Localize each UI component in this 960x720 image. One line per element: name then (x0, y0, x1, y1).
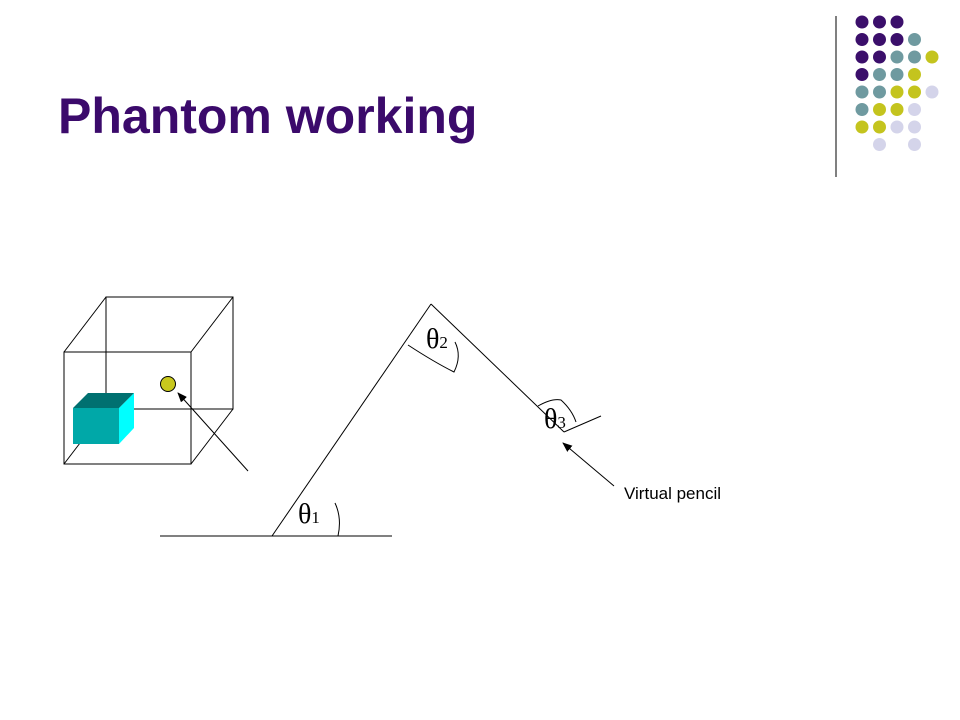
wireframe-edge (190, 296, 234, 353)
decorative-dot (908, 120, 921, 134)
decorative-dot (908, 138, 921, 151)
decorative-dot (890, 33, 904, 46)
pencil-stylus (563, 415, 602, 433)
decorative-dot (855, 85, 869, 99)
decorative-dot (855, 50, 869, 64)
decorative-dot (855, 15, 869, 29)
decorative-dot (890, 85, 904, 99)
pointer-arrow (177, 392, 249, 472)
decorative-dot (855, 68, 869, 81)
decorative-dot (873, 15, 886, 29)
arm-link-2 (430, 303, 565, 433)
wireframe-edge (63, 296, 107, 353)
angle-arc-1 (334, 502, 340, 537)
decorative-dot (855, 120, 869, 134)
decorative-dot (890, 103, 904, 116)
cube-side-face (119, 393, 134, 444)
slide-title: Phantom working (58, 88, 478, 144)
angle-label-theta-1: θ1 (298, 499, 320, 530)
arm-link-1 (271, 303, 432, 537)
decorative-dot (908, 33, 921, 46)
decorative-dot (908, 103, 921, 116)
decorative-dot (855, 33, 869, 46)
callout-arrow (562, 442, 615, 487)
decorative-dot (890, 50, 904, 64)
decorative-dot (855, 103, 869, 116)
cube-top-face (73, 393, 134, 408)
angle-arc-3 (537, 399, 577, 423)
decorative-dot (925, 85, 939, 99)
wireframe-back-face (105, 296, 234, 410)
decorative-dot (890, 120, 904, 134)
decorative-dot (908, 85, 921, 99)
decorative-dot (908, 50, 921, 64)
decorative-dot-grid (855, 15, 939, 151)
wireframe-edge (190, 408, 234, 465)
angle-label-theta-3: θ3 (544, 404, 566, 435)
decorative-dot (873, 138, 886, 151)
articulated-arm (160, 303, 602, 537)
decorative-dot (890, 68, 904, 81)
angle-label-theta-2: θ2 (426, 324, 448, 355)
cube-front-face (73, 408, 119, 444)
angle-arc-2 (407, 341, 459, 373)
decorative-dot (873, 50, 886, 64)
probe-ball (160, 376, 176, 392)
decorative-dot (873, 103, 886, 116)
decorative-dot (873, 85, 886, 99)
virtual-object-cube (73, 393, 134, 444)
decorative-dot (873, 68, 886, 81)
decorative-dot (925, 50, 939, 64)
decorative-dot (890, 15, 904, 29)
virtual-pencil-label: Virtual pencil (624, 484, 721, 503)
decorative-dot (873, 33, 886, 46)
decorative-dot (908, 68, 921, 81)
decorative-dot (873, 120, 886, 134)
